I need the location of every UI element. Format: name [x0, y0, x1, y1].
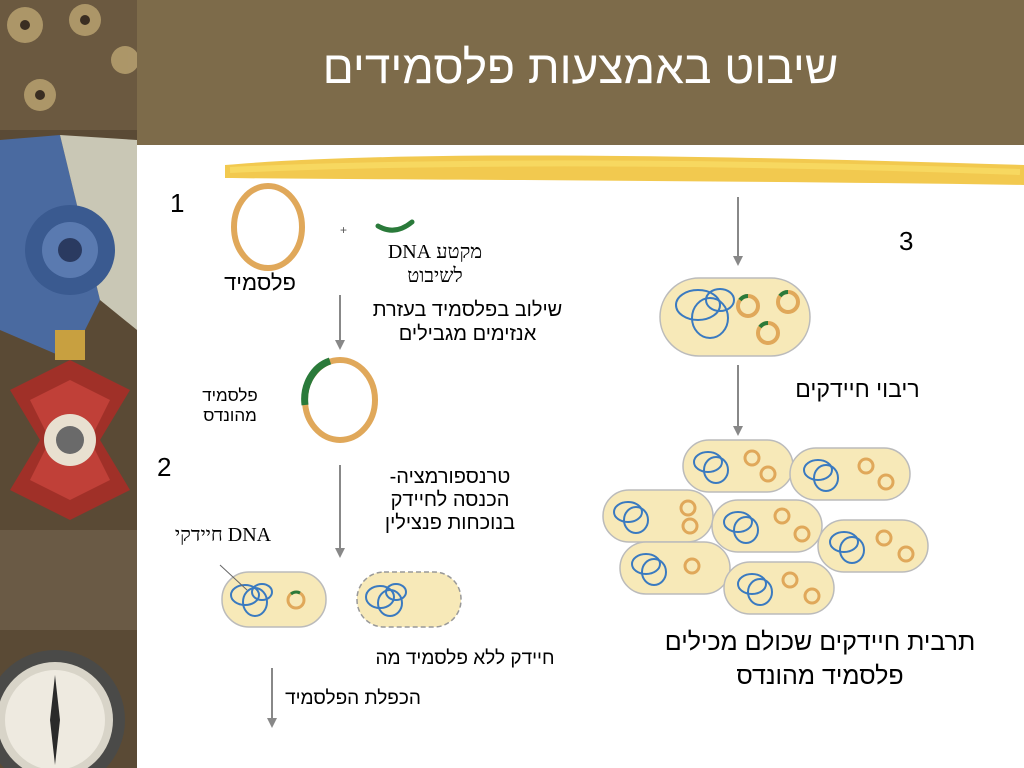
bacteria-multiplication-label: ריבוי חיידקים	[795, 376, 920, 402]
transformation-label-line1: טרנספורמציה-	[389, 466, 511, 488]
decorative-photo-strip	[0, 0, 137, 768]
engineered-plasmid-insert	[301, 357, 332, 406]
plasmid-replication-label: הכפלת הפלסמיד	[285, 688, 421, 709]
culture-label-line1: תרבית חיידקים שכולם מכילים	[664, 628, 976, 656]
insertion-label: שילוב בפלסמיד בעזרת אנזימים מגבילים	[330, 298, 605, 346]
medal-cross-shape	[10, 330, 130, 520]
bacterial-dna-tangle	[230, 583, 273, 617]
cloning-diagram: +	[219, 155, 1024, 728]
dna-pointer-line	[219, 564, 248, 591]
plasmid-ring	[231, 183, 305, 271]
bacterial-dna-label: DNA חיידקי	[174, 524, 272, 546]
colony-bacterium	[602, 489, 714, 543]
colony-bacterium	[619, 541, 731, 595]
insertion-label-line2: אנזימים מגבילים	[398, 323, 537, 345]
step-number-1: 1	[170, 188, 185, 218]
bacterium-with-plasmid	[221, 571, 327, 628]
culture-label-line2: פלסמיד מהונדס	[736, 662, 904, 690]
dna-fragment	[375, 219, 415, 233]
transformation-label-line3: בנוכחות פנצילין	[384, 512, 516, 534]
title-bar	[137, 0, 1024, 145]
page-title: שיבוט באמצעות פלסמידים	[322, 41, 839, 93]
step-number-2: 2	[157, 452, 172, 482]
ribbon-shape	[0, 135, 137, 360]
colony-bacterium	[789, 447, 911, 501]
bacterium-without-plasmid	[356, 571, 462, 628]
plasmid-label: פלסמיד	[224, 270, 296, 295]
step-number-3: 3	[899, 226, 914, 256]
dna-fragment-label-line1: מקטע DNA	[387, 241, 483, 263]
engineered-plasmid-label-line1: פלסמיד	[202, 386, 258, 405]
colony-bacterium	[711, 499, 823, 553]
dna-fragment-label-line2: לשיבוט	[407, 265, 463, 287]
bacterium-without-plasmid-label: חיידק ללא פלסמיד מה	[375, 648, 555, 669]
colony-bacterium	[682, 439, 794, 493]
insertion-label-line1: שילוב בפלסמיד בעזרת	[372, 299, 563, 321]
colony-bacterium	[817, 519, 929, 573]
engineered-plasmid-label-line2: מהונדס	[203, 406, 257, 425]
culture-label: תרבית חיידקים שכולם מכילים פלסמיד מהונדס	[615, 625, 1024, 693]
transformation-label-line2: הכנסה לחיידק	[390, 489, 510, 511]
bacterium-step3	[659, 277, 811, 357]
transformation-label: טרנספורמציה- הכנסה לחיידק בנוכחות פנצילי…	[350, 466, 550, 535]
plus-sign: +	[340, 223, 347, 237]
bacteria-colony	[602, 439, 929, 615]
compass-shape	[0, 650, 125, 768]
dna-fragment-label: מקטע DNA לשיבוט	[340, 240, 530, 288]
colony-bacterium	[723, 561, 835, 615]
engineered-plasmid-label: פלסמיד מהונדס	[180, 386, 280, 426]
